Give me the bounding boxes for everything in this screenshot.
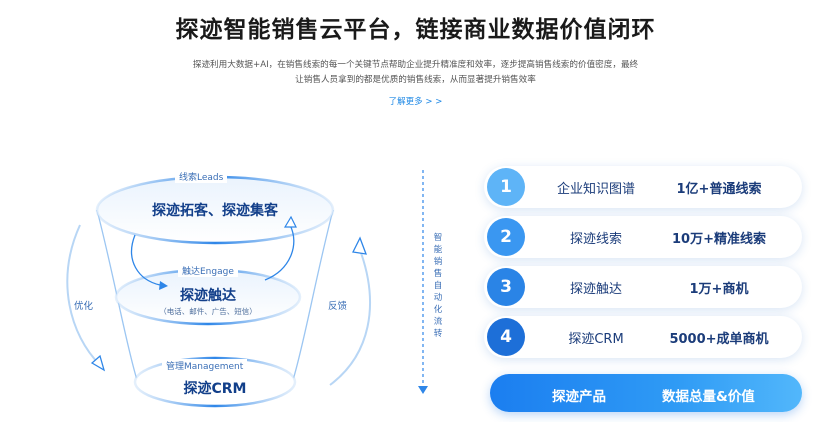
description-line-1: 探迹利用大数据+AI，在销售线索的每一个关键节点帮助企业提升精准度和效率，逐步提… <box>192 60 639 70</box>
page-title: 探迹智能销售云平台，链接商业数据价值闭环 <box>175 17 656 43</box>
feedback-arc-head <box>352 236 367 255</box>
step-number-badge: 3 <box>487 268 525 306</box>
row-name: 企业知识图谱 <box>556 181 635 197</box>
list-item: 3 探迹触达 1万+商机 <box>484 266 802 308</box>
row-value: 5000+成单商机 <box>669 331 769 347</box>
optimize-arc <box>66 224 101 366</box>
row-value: 10万+精准线索 <box>672 231 766 247</box>
data-value-label: 数据总量&价值 <box>662 389 755 405</box>
list-item: 1 企业知识图谱 1亿+普通线索 <box>484 166 802 208</box>
feedback-arc <box>329 249 371 386</box>
flow-arrow-head <box>418 386 428 394</box>
learn-more-link[interactable]: 了解更多 > > <box>388 97 443 107</box>
optimize-arc-head <box>90 354 106 372</box>
arrow-down-inner <box>130 234 161 286</box>
funnel-side-left <box>96 209 138 381</box>
step-number-badge: 1 <box>487 168 525 206</box>
row-name: 探迹触达 <box>569 281 622 297</box>
engage-product: 探迹触达 <box>180 288 236 304</box>
product-summary-bar[interactable]: 探迹产品 数据总量&价值 <box>490 374 802 412</box>
row-value: 1万+商机 <box>689 281 749 297</box>
product-label: 探迹产品 <box>552 389 606 405</box>
optimize-label: 优化 <box>74 301 94 312</box>
arrow-up-inner <box>264 224 295 281</box>
leads-label: 线索Leads <box>175 170 228 183</box>
leads-products: 探迹拓客、探迹集客 <box>152 203 278 219</box>
arrow-up-inner-head <box>283 215 297 228</box>
step-number-badge: 4 <box>487 318 525 356</box>
engage-channels: （电话、邮件、广告、短信） <box>159 307 257 316</box>
funnel-side-right <box>292 209 334 381</box>
description-line-2: 让销售人员拿到的都是优质的销售线索，从而显著提升销售效率 <box>295 75 536 85</box>
page-description: 探迹利用大数据+AI，在销售线索的每一个关键节点帮助企业提升精准度和效率，逐步提… <box>160 58 671 88</box>
management-label: 管理Management <box>162 359 248 372</box>
row-name: 探迹CRM <box>568 331 624 347</box>
step-number-badge: 2 <box>487 218 525 256</box>
list-item: 4 探迹CRM 5000+成单商机 <box>484 316 802 358</box>
row-name: 探迹线索 <box>569 231 622 247</box>
engage-label: 触达Engage <box>178 264 238 277</box>
management-product: 探迹CRM <box>183 381 247 397</box>
arrow-down-inner-head <box>159 281 168 290</box>
automation-flow-label: 智能销售自动化流转 <box>433 233 443 339</box>
list-item: 2 探迹线索 10万+精准线索 <box>484 216 802 258</box>
feedback-label: 反馈 <box>328 301 348 312</box>
row-value: 1亿+普通线索 <box>676 181 762 197</box>
